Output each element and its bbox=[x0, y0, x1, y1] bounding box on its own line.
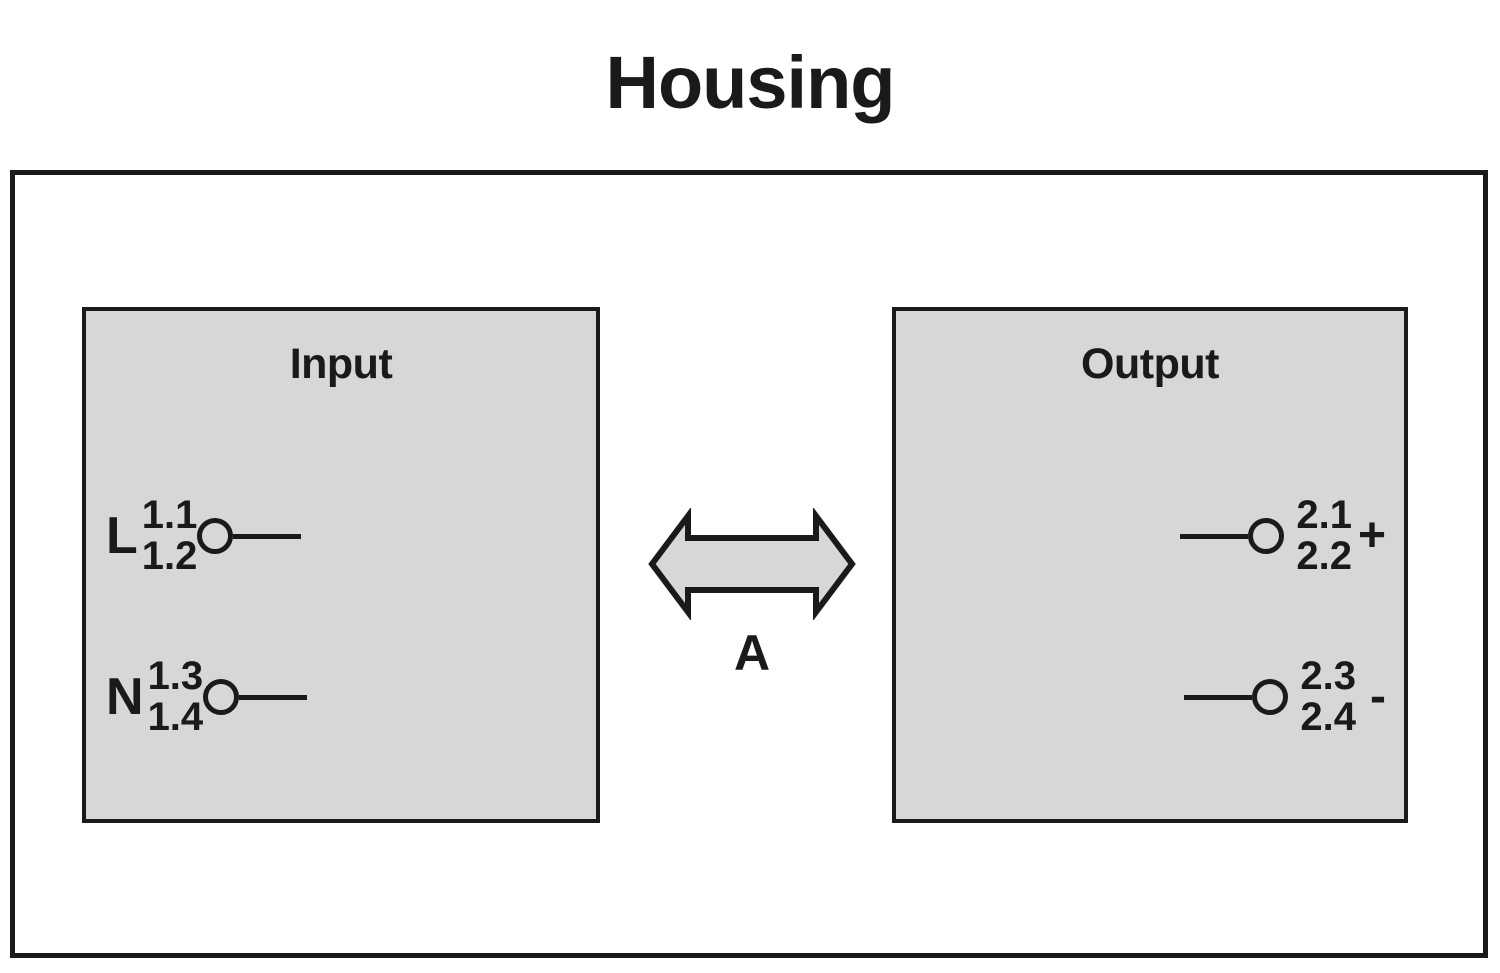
terminal-pin-stack: 1.3 1.4 bbox=[148, 656, 204, 738]
terminal-lead-line bbox=[233, 533, 302, 539]
terminal-lead-line bbox=[1184, 694, 1253, 700]
output-block-heading: Output bbox=[1081, 340, 1219, 388]
pin-number: 1.4 bbox=[147, 695, 204, 739]
polarity-plus-sign: + bbox=[1357, 509, 1386, 562]
terminal-pin-stack: 2.3 2.4 bbox=[1300, 656, 1356, 738]
input-block-heading: Input bbox=[289, 340, 393, 388]
output-block: Output 2.1 2.2 + 2.3 2.4 - bbox=[892, 307, 1408, 823]
arrow-label: A bbox=[733, 625, 771, 681]
terminal-pin-stack: 1.1 1.2 bbox=[142, 495, 198, 577]
pin-number: 2.4 bbox=[1300, 695, 1357, 739]
terminal-circle-icon bbox=[1248, 518, 1285, 554]
pin-number: 1.2 bbox=[141, 534, 198, 578]
terminal-lead-line bbox=[1180, 533, 1249, 539]
terminal-phase-label: L bbox=[106, 507, 138, 565]
terminal-circle-icon bbox=[197, 518, 234, 554]
open-circle-terminal-icon bbox=[197, 518, 302, 554]
pin-number: 2.3 bbox=[1300, 654, 1357, 699]
terminal-input-l: L 1.1 1.2 bbox=[106, 481, 302, 591]
pin-number: 1.1 bbox=[141, 493, 198, 538]
page-title: Housing bbox=[605, 41, 896, 124]
double-arrow-horizontal-icon bbox=[648, 508, 856, 620]
terminal-input-n: N 1.3 1.4 bbox=[106, 642, 308, 752]
terminal-circle-icon bbox=[1252, 679, 1289, 715]
open-circle-terminal-icon bbox=[203, 679, 308, 715]
input-block: Input L 1.1 1.2 N 1.3 1.4 bbox=[82, 307, 600, 823]
terminal-pin-stack: 2.1 2.2 bbox=[1296, 495, 1352, 577]
open-circle-terminal-icon bbox=[1180, 518, 1285, 554]
polarity-minus-sign: - bbox=[1370, 670, 1386, 723]
terminal-circle-icon bbox=[203, 679, 240, 715]
open-circle-terminal-icon bbox=[1184, 679, 1289, 715]
housing-boundary bbox=[10, 170, 1488, 958]
pin-number: 1.3 bbox=[147, 654, 204, 699]
pin-number: 2.1 bbox=[1296, 493, 1352, 538]
terminal-lead-line bbox=[239, 694, 308, 700]
terminal-output-positive: 2.1 2.2 + bbox=[1180, 481, 1386, 591]
terminal-output-negative: 2.3 2.4 - bbox=[1184, 642, 1386, 752]
pin-number: 2.2 bbox=[1296, 534, 1352, 578]
terminal-phase-label: N bbox=[106, 668, 144, 726]
